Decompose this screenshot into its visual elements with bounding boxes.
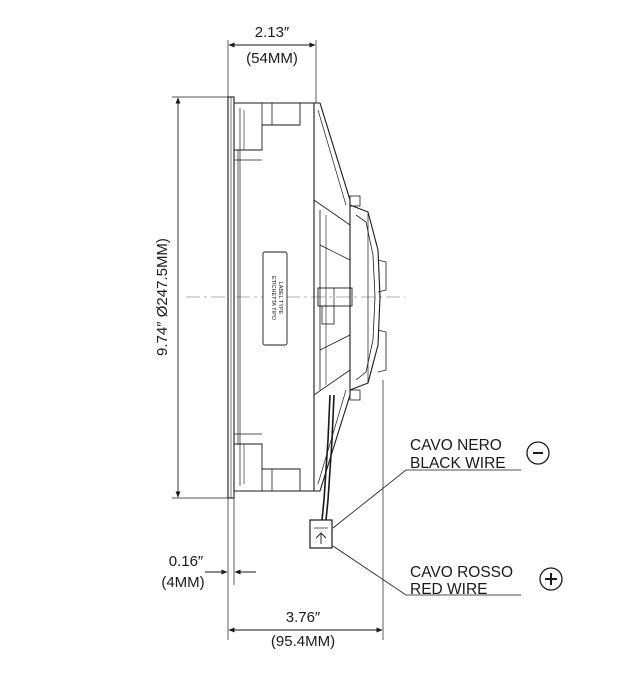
label-type-tag: ETICHETTA TIPO LABEL TYPE xyxy=(262,251,288,346)
dim-depth-small-mm: (54MM) xyxy=(246,50,298,67)
red-wire-callout: CAVO ROSSO RED WIRE xyxy=(332,545,563,598)
dim-total-mm: (95.4MM) xyxy=(271,633,335,650)
dim-flange-inch: 0.16″ xyxy=(169,553,204,570)
dim-diameter: 9.74″ Ø247.5MM) xyxy=(154,238,171,356)
extension-lines xyxy=(172,40,384,640)
label-tag-line2: LABEL TYPE xyxy=(277,282,283,315)
dim-total-inch: 3.76″ xyxy=(286,609,321,626)
dim-depth-small-inch: 2.13″ xyxy=(255,24,290,41)
red-wire-label-it: CAVO ROSSO xyxy=(410,564,513,581)
red-wire-label-en: RED WIRE xyxy=(410,581,488,598)
label-tag-line1: ETICHETTA TIPO xyxy=(270,276,276,321)
black-wire-label-it: CAVO NERO xyxy=(410,437,502,454)
dim-flange-mm: (4MM) xyxy=(161,574,204,591)
fan-body xyxy=(227,96,387,549)
black-wire-label-en: BLACK WIRE xyxy=(410,455,506,472)
black-wire-callout: CAVO NERO BLACK WIRE xyxy=(332,437,550,529)
